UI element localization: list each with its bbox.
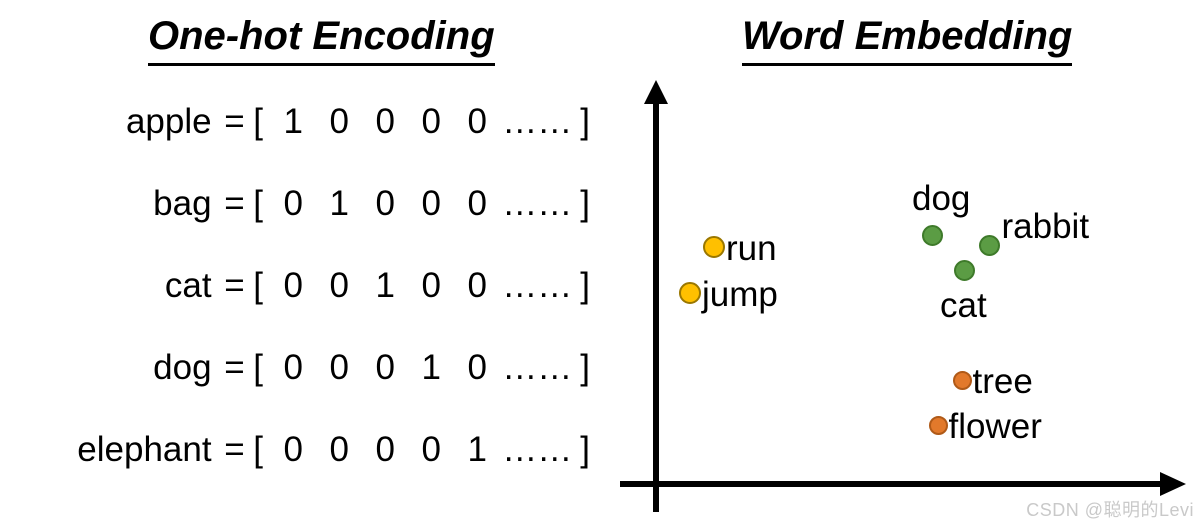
- one-hot-vector-value: 0: [421, 184, 441, 223]
- one-hot-vector-value: 0: [467, 184, 487, 223]
- open-bracket: [: [253, 184, 264, 223]
- scatter-label-dog: dog: [912, 179, 971, 218]
- one-hot-title-text: One-hot Encoding: [148, 16, 495, 66]
- close-bracket: ]: [580, 266, 590, 305]
- one-hot-vector-value: 1: [467, 430, 487, 469]
- open-bracket: [: [253, 348, 264, 387]
- equals-sign: =: [224, 266, 245, 305]
- one-hot-vector-value: 0: [375, 102, 395, 141]
- x-axis-arrowhead-icon: [1160, 472, 1186, 496]
- equals-sign: =: [224, 184, 245, 223]
- one-hot-vector-value: 0: [421, 102, 441, 141]
- scatter-label-run: run: [726, 229, 777, 268]
- one-hot-vector-value: 0: [375, 184, 395, 223]
- csdn-watermark: CSDN @聪明的Levi: [1026, 500, 1194, 520]
- one-hot-vector-value: 0: [283, 184, 303, 223]
- scatter-label-cat: cat: [940, 286, 987, 325]
- close-bracket: ]: [580, 430, 590, 469]
- one-hot-vector-value: 0: [329, 348, 349, 387]
- close-bracket: ]: [580, 102, 590, 141]
- one-hot-vector-value: 0: [467, 102, 487, 141]
- one-hot-vector-value: 0: [421, 266, 441, 305]
- one-hot-vector-value: 0: [421, 430, 441, 469]
- page-title-word-embedding: Word Embedding: [742, 16, 1073, 66]
- open-bracket: [: [253, 102, 264, 141]
- one-hot-vector-value: 1: [329, 184, 349, 223]
- vector-ellipsis: ……: [502, 430, 573, 469]
- vector-ellipsis: ……: [502, 184, 573, 223]
- one-hot-vector-value: 0: [329, 266, 349, 305]
- equals-sign: =: [224, 430, 245, 469]
- scatter-point-flower[interactable]: [928, 415, 948, 435]
- one-hot-vector-value: 0: [467, 266, 487, 305]
- one-hot-word-label: dog: [153, 348, 212, 387]
- close-bracket: ]: [580, 184, 590, 223]
- close-bracket: ]: [580, 348, 590, 387]
- page-title-one-hot-encoding: One-hot Encoding: [148, 16, 495, 66]
- open-bracket: [: [253, 430, 264, 469]
- one-hot-vector-value: 0: [329, 430, 349, 469]
- equals-sign: =: [224, 102, 245, 141]
- open-bracket: [: [253, 266, 264, 305]
- one-hot-vector-value: 1: [375, 266, 395, 305]
- one-hot-word-label: bag: [153, 184, 212, 223]
- equals-sign: =: [224, 348, 245, 387]
- one-hot-vector-value: 1: [421, 348, 441, 387]
- scatter-point-cat[interactable]: [953, 259, 975, 281]
- scatter-point-jump[interactable]: [679, 282, 701, 304]
- scatter-label-tree: tree: [972, 362, 1033, 401]
- one-hot-vector-value: 0: [467, 348, 487, 387]
- word-embedding-scatter-plot: run jump dog rabbit cat tree flower: [620, 78, 1202, 528]
- one-hot-word-label: elephant: [77, 430, 212, 469]
- scatter-label-flower: flower: [948, 407, 1042, 446]
- y-axis-arrowhead-icon: [644, 80, 668, 104]
- scatter-point-rabbit[interactable]: [978, 234, 1000, 256]
- scatter-point-tree[interactable]: [952, 370, 972, 390]
- one-hot-vector-value: 0: [283, 266, 303, 305]
- vector-ellipsis: ……: [502, 266, 573, 305]
- scatter-label-jump: jump: [702, 275, 778, 314]
- scatter-point-dog[interactable]: [921, 224, 943, 246]
- vector-ellipsis: ……: [502, 102, 573, 141]
- one-hot-vector-value: 0: [375, 348, 395, 387]
- scatter-point-run[interactable]: [703, 236, 725, 258]
- one-hot-word-label: cat: [164, 266, 212, 305]
- one-hot-vector-value: 1: [283, 102, 303, 141]
- word-embedding-title-text: Word Embedding: [742, 16, 1073, 66]
- vector-ellipsis: ……: [502, 348, 573, 387]
- scatter-label-rabbit: rabbit: [1001, 207, 1090, 246]
- one-hot-word-label: apple: [125, 102, 212, 141]
- plot-axes: [620, 80, 1186, 512]
- one-hot-vector-value: 0: [283, 430, 303, 469]
- one-hot-vector-value: 0: [375, 430, 395, 469]
- one-hot-vector-value: 0: [283, 348, 303, 387]
- one-hot-vector-value: 0: [329, 102, 349, 141]
